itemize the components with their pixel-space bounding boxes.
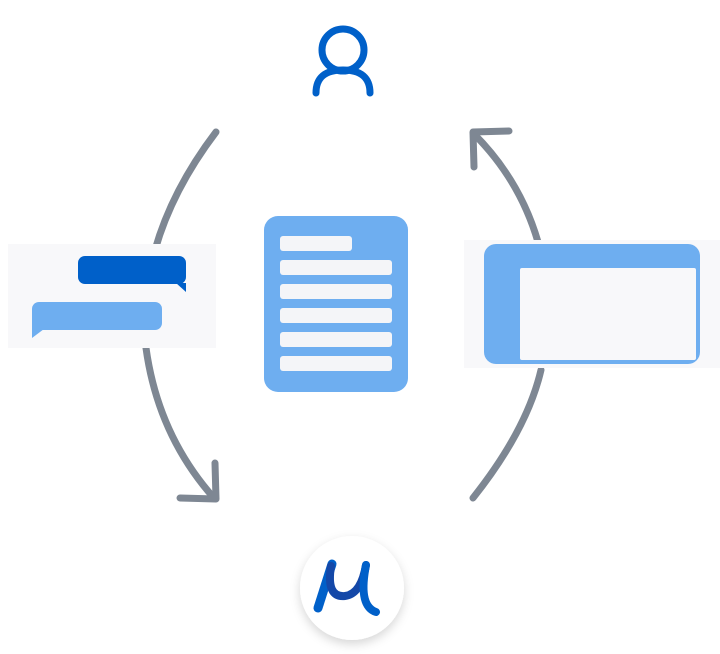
right-arc-lower	[469, 366, 545, 502]
arrowhead-down-icon	[176, 459, 220, 503]
app-window-icon	[484, 244, 700, 364]
document-icon	[264, 216, 408, 392]
right-cycle-arrow	[469, 127, 545, 502]
document-line	[280, 356, 392, 371]
document-line	[280, 260, 392, 275]
left-arc-lower	[142, 344, 218, 502]
left-cycle-arrow	[142, 128, 220, 503]
document-line	[280, 332, 392, 347]
chat-node	[8, 244, 216, 348]
right-arc-upper	[470, 130, 542, 246]
left-arc-upper	[151, 128, 220, 254]
user-icon	[312, 25, 374, 97]
document-title-line	[280, 236, 352, 251]
arrowhead-up-icon	[469, 127, 513, 171]
window-node	[464, 240, 720, 368]
document-line	[280, 284, 392, 299]
chat-bubbles-icon	[32, 256, 186, 338]
document-line	[280, 308, 392, 323]
mu-logo-icon	[313, 559, 380, 616]
mu-logo	[300, 536, 404, 640]
